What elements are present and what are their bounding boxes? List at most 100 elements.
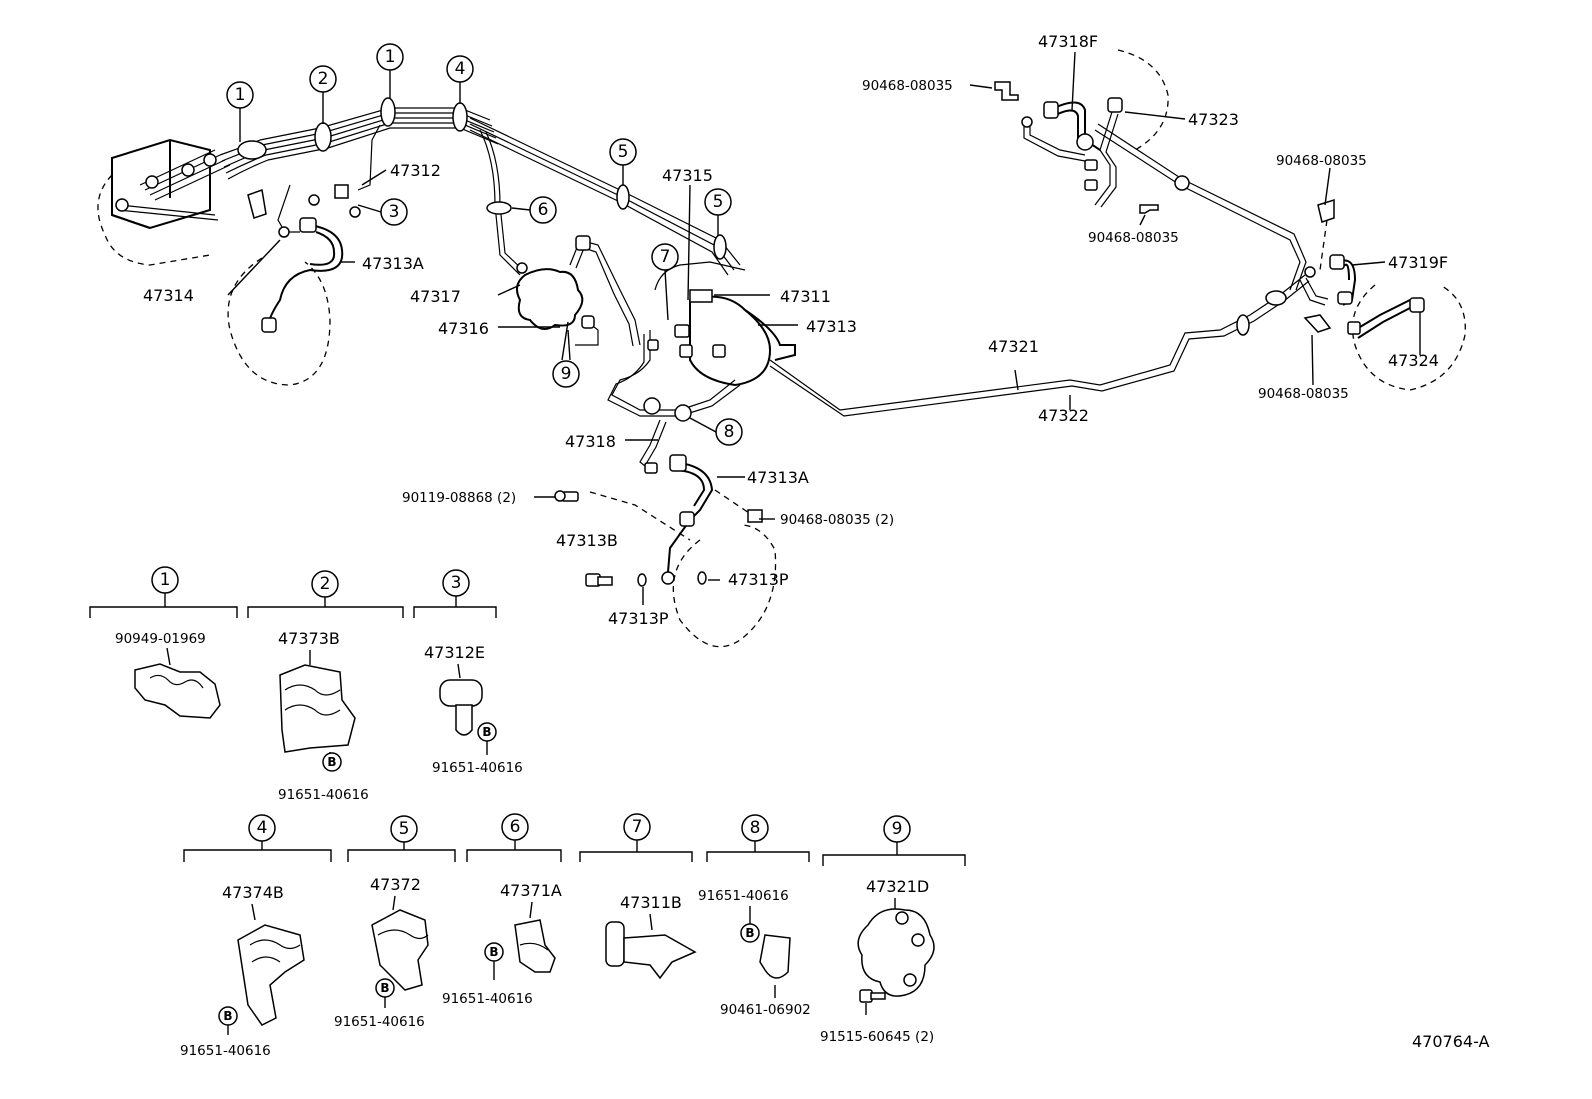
- callout-5-a: 5: [609, 138, 637, 166]
- detail-group-9: 9 47321D 91515-60645 (2): [820, 815, 966, 1045]
- label-47313A-center: 47313A: [747, 468, 809, 487]
- label-90468-08035-br: 90468-08035: [1258, 386, 1349, 402]
- svg-text:B: B: [380, 981, 389, 995]
- label-90468-08035-center: 90468-08035 (2): [780, 512, 894, 528]
- svg-text:2: 2: [318, 69, 329, 89]
- svg-text:2: 2: [320, 574, 331, 594]
- label-47313A-left: 47313A: [362, 254, 424, 273]
- label-47315: 47315: [662, 166, 713, 185]
- center-valve-assembly: [515, 235, 796, 474]
- svg-text:5: 5: [618, 142, 629, 162]
- bolt-mark-icon: B: [375, 978, 395, 998]
- callout-1-a: 1: [226, 81, 254, 109]
- label-91651-40616-g2: 91651-40616: [278, 787, 369, 803]
- svg-text:4: 4: [455, 59, 466, 79]
- label-90461-06902: 90461-06902: [720, 1002, 811, 1018]
- svg-text:8: 8: [750, 818, 761, 838]
- svg-text:B: B: [489, 945, 498, 959]
- label-47312E: 47312E: [424, 643, 485, 662]
- svg-text:6: 6: [510, 817, 521, 837]
- svg-text:3: 3: [389, 202, 400, 222]
- bolt-mark-icon: B: [477, 722, 497, 742]
- label-47313B: 47313B: [556, 531, 618, 550]
- detail-group-6: 6 47371A B 91651-40616: [442, 813, 562, 1007]
- svg-text:B: B: [745, 926, 754, 940]
- label-47313P-right: 47313P: [728, 570, 789, 589]
- label-47317: 47317: [410, 287, 461, 306]
- detail-group-5: 5 47372 B 91651-40616: [334, 815, 456, 1030]
- label-90119-08868: 90119-08868 (2): [402, 490, 516, 506]
- svg-text:5: 5: [713, 192, 724, 212]
- label-47314: 47314: [143, 286, 194, 305]
- bolt-mark-icon: B: [740, 923, 760, 943]
- rear-center-hose-assembly: [554, 454, 777, 648]
- label-47323: 47323: [1188, 110, 1239, 129]
- svg-text:7: 7: [660, 247, 671, 267]
- callout-4-a: 4: [446, 55, 474, 83]
- label-47313P-left: 47313P: [608, 609, 669, 628]
- svg-text:4: 4: [257, 818, 268, 838]
- detail-group-3: 3 47312E B 91651-40616: [413, 569, 523, 776]
- label-90949-01969: 90949-01969: [115, 631, 206, 647]
- label-47371A: 47371A: [500, 881, 562, 900]
- label-47374B: 47374B: [222, 883, 284, 902]
- detail-group-7: 7 47311B: [579, 813, 697, 980]
- bolt-mark-icon: B: [218, 1006, 238, 1026]
- label-47313: 47313: [806, 317, 857, 336]
- callout-2-a: 2: [309, 65, 337, 93]
- svg-text:B: B: [223, 1009, 232, 1023]
- label-90468-08035-tr: 90468-08035: [1276, 153, 1367, 169]
- label-47316: 47316: [438, 319, 489, 338]
- svg-text:8: 8: [724, 422, 735, 442]
- svg-text:1: 1: [160, 570, 171, 590]
- label-47322: 47322: [1038, 406, 1089, 425]
- label-91651-40616-g3: 91651-40616: [432, 760, 523, 776]
- front-tube-bundle: [219, 97, 741, 276]
- callout-3-a: 3: [380, 198, 408, 226]
- label-47311B: 47311B: [620, 893, 682, 912]
- label-91515-60645: 91515-60645 (2): [820, 1029, 934, 1045]
- callout-7-a: 7: [651, 243, 679, 271]
- rear-top-hose-assembly: [994, 49, 1169, 214]
- svg-text:1: 1: [385, 47, 396, 67]
- label-47372: 47372: [370, 875, 421, 894]
- label-47373B: 47373B: [278, 629, 340, 648]
- main-part-labels: 47312 47313A 47314 47317 47316 47315 473…: [143, 32, 1448, 628]
- label-47319F: 47319F: [1388, 253, 1448, 272]
- label-90468-08035-mid: 90468-08035: [1088, 230, 1179, 246]
- master-cylinder-assembly: [97, 138, 231, 266]
- detail-group-1: 1 90949-01969: [89, 566, 238, 719]
- svg-text:B: B: [327, 755, 336, 769]
- callout-6-a: 6: [529, 196, 557, 224]
- svg-text:3: 3: [451, 573, 462, 593]
- label-47321: 47321: [988, 337, 1039, 356]
- label-47312: 47312: [390, 161, 441, 180]
- label-91651-40616-g6: 91651-40616: [442, 991, 533, 1007]
- label-91651-40616-g8: 91651-40616: [698, 888, 789, 904]
- svg-text:9: 9: [892, 819, 903, 839]
- main-callouts: 1 2 1 4 3 5 5 6 7 9 8: [226, 43, 743, 446]
- label-47324: 47324: [1388, 351, 1439, 370]
- bolt-mark-icon: B: [484, 942, 504, 962]
- svg-text:5: 5: [399, 819, 410, 839]
- label-91651-40616-g4: 91651-40616: [180, 1043, 271, 1059]
- label-90468-08035-tl: 90468-08035: [862, 78, 953, 94]
- label-47311: 47311: [780, 287, 831, 306]
- svg-text:9: 9: [561, 364, 572, 384]
- label-47318: 47318: [565, 432, 616, 451]
- callout-5-b: 5: [704, 188, 732, 216]
- detail-group-4: 4 47374B B 91651-40616: [180, 814, 332, 1059]
- leader-lines: [227, 51, 1421, 605]
- callout-9-a: 9: [552, 360, 580, 388]
- detail-group-8: 8 91651-40616 B 90461-06902: [698, 814, 811, 1018]
- label-47321D: 47321D: [866, 877, 929, 896]
- rear-long-tubes: [769, 123, 1310, 417]
- bolt-mark-icon: B: [322, 752, 342, 772]
- svg-text:B: B: [482, 725, 491, 739]
- svg-text:7: 7: [632, 817, 643, 837]
- svg-text:1: 1: [235, 85, 246, 105]
- diagram-code: 470764-A: [1412, 1032, 1490, 1051]
- label-91651-40616-g5: 91651-40616: [334, 1014, 425, 1030]
- front-left-hose-assembly: [227, 184, 361, 386]
